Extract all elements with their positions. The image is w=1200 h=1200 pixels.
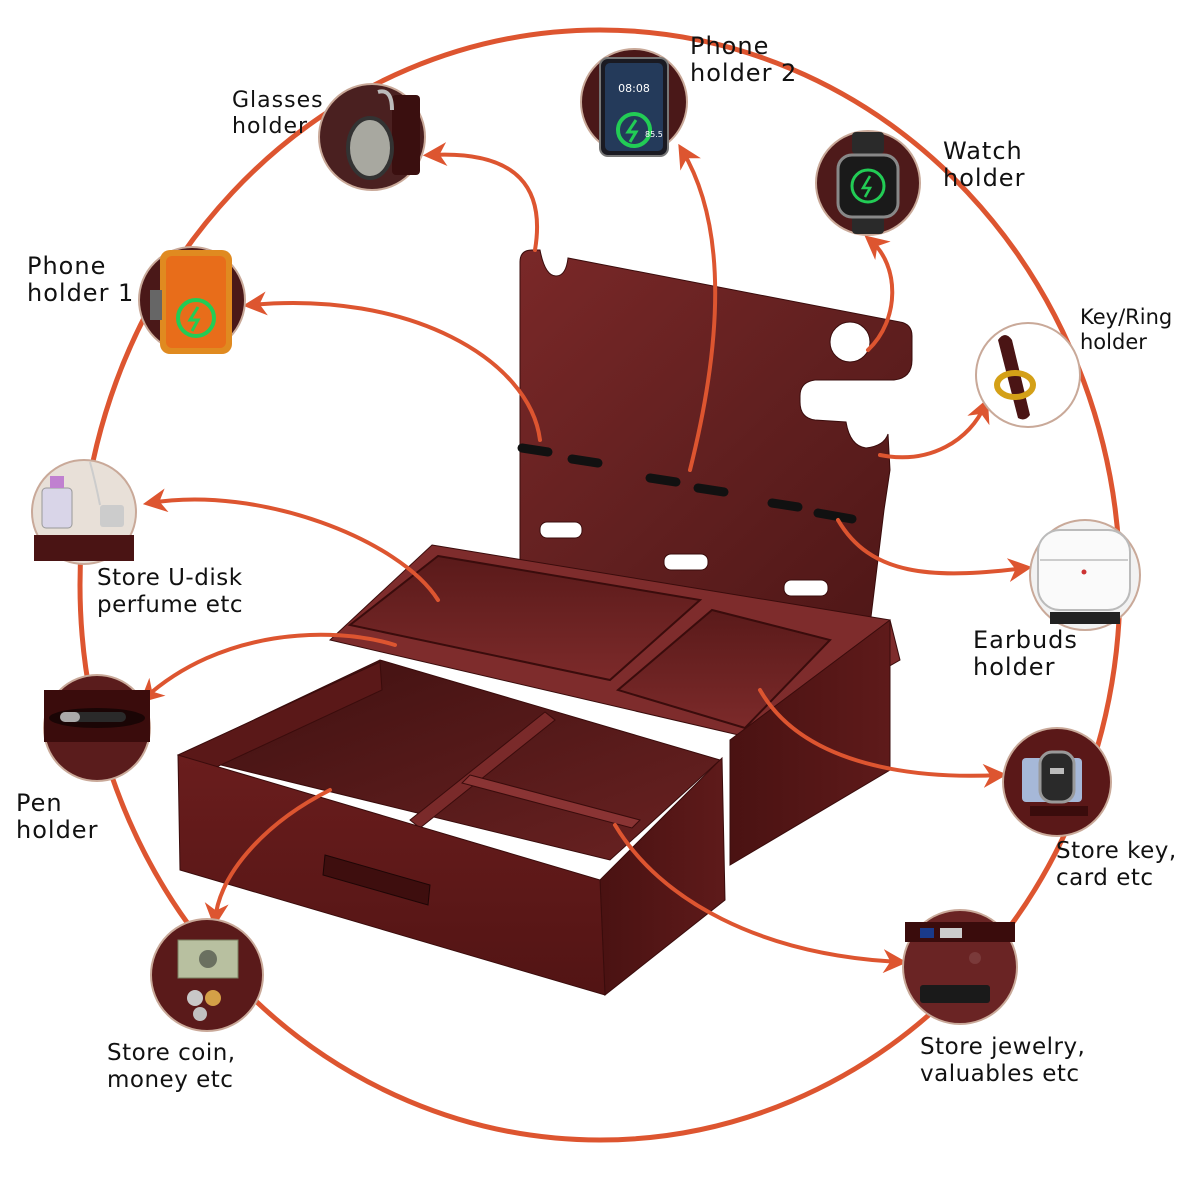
label-store-udisk: Store U-disk perfume etc: [97, 565, 244, 618]
connector-arrows: [139, 142, 1033, 974]
watch-slot-hole: [829, 321, 871, 363]
thumb-pen: [43, 674, 151, 782]
thumb-earbuds: [1029, 519, 1141, 631]
ring-icon: [994, 335, 1036, 420]
drawer-divider-2: [461, 774, 641, 829]
money-icon: [177, 939, 239, 1021]
organizer-product: [176, 249, 913, 996]
thumb-jewelry: [902, 909, 1018, 1025]
arrow-keyring: [878, 398, 990, 460]
phone-icon: [150, 250, 232, 354]
label-earbuds-holder: Earbuds holder: [973, 626, 1078, 681]
thumb-keyring: [975, 322, 1081, 428]
arrow-phone2: [678, 143, 718, 472]
jewelry-tray-icon: [905, 922, 1015, 1003]
arrow-phone1: [242, 291, 542, 442]
arrow-watch: [864, 235, 895, 352]
phone2-time: 08:08: [618, 82, 650, 95]
thumb-phone2: 08:08 85.5: [580, 48, 688, 157]
phone-slot-bars: [517, 443, 857, 524]
glasses-icon: [346, 89, 420, 180]
arrow-jewelry: [613, 823, 908, 974]
left-tray: [347, 554, 703, 682]
thumb-coin: [150, 918, 264, 1032]
thumb-keycard: [1002, 727, 1112, 837]
thumb-glasses: [318, 83, 426, 191]
cable-holes: [539, 521, 829, 597]
label-pen-holder: Pen holder: [16, 789, 99, 844]
arrow-keycard: [758, 688, 1008, 788]
car-key-icon: [1022, 750, 1088, 816]
label-phone-holder-1: Phone holder 1: [27, 252, 135, 307]
label-phone-holder-2: Phone holder 2: [690, 32, 798, 87]
label-store-jewelry: Store jewelry, valuables etc: [920, 1034, 1086, 1087]
arrow-udisk: [142, 488, 440, 602]
phone2-battery: 85.5: [645, 130, 663, 139]
perfume-icon: [34, 461, 134, 561]
label-glasses-holder: Glasses holder: [232, 88, 324, 139]
thumb-udisk: [31, 459, 137, 565]
label-keyring-holder: Key/Ring holder: [1080, 305, 1173, 354]
arrow-glasses: [422, 142, 540, 252]
arrow-pen: [139, 632, 397, 703]
right-tray: [615, 608, 832, 730]
thumb-watch: [815, 130, 921, 236]
watch-icon: [836, 132, 900, 234]
phone-icon: 08:08 85.5: [599, 57, 669, 157]
arrow-earbuds: [836, 518, 1033, 583]
thumb-phone1: [138, 246, 246, 354]
earbuds-icon: [1037, 529, 1131, 624]
drawer-handle: [322, 854, 431, 906]
label-store-coin: Store coin, money etc: [107, 1040, 236, 1093]
arrow-coin: [204, 788, 332, 928]
label-store-key-card: Store key, card etc: [1056, 838, 1177, 891]
back-stand-panel: [519, 249, 913, 626]
pen-icon: [44, 690, 150, 742]
body-side: [729, 619, 891, 866]
label-watch-holder: Watch holder: [943, 137, 1026, 192]
